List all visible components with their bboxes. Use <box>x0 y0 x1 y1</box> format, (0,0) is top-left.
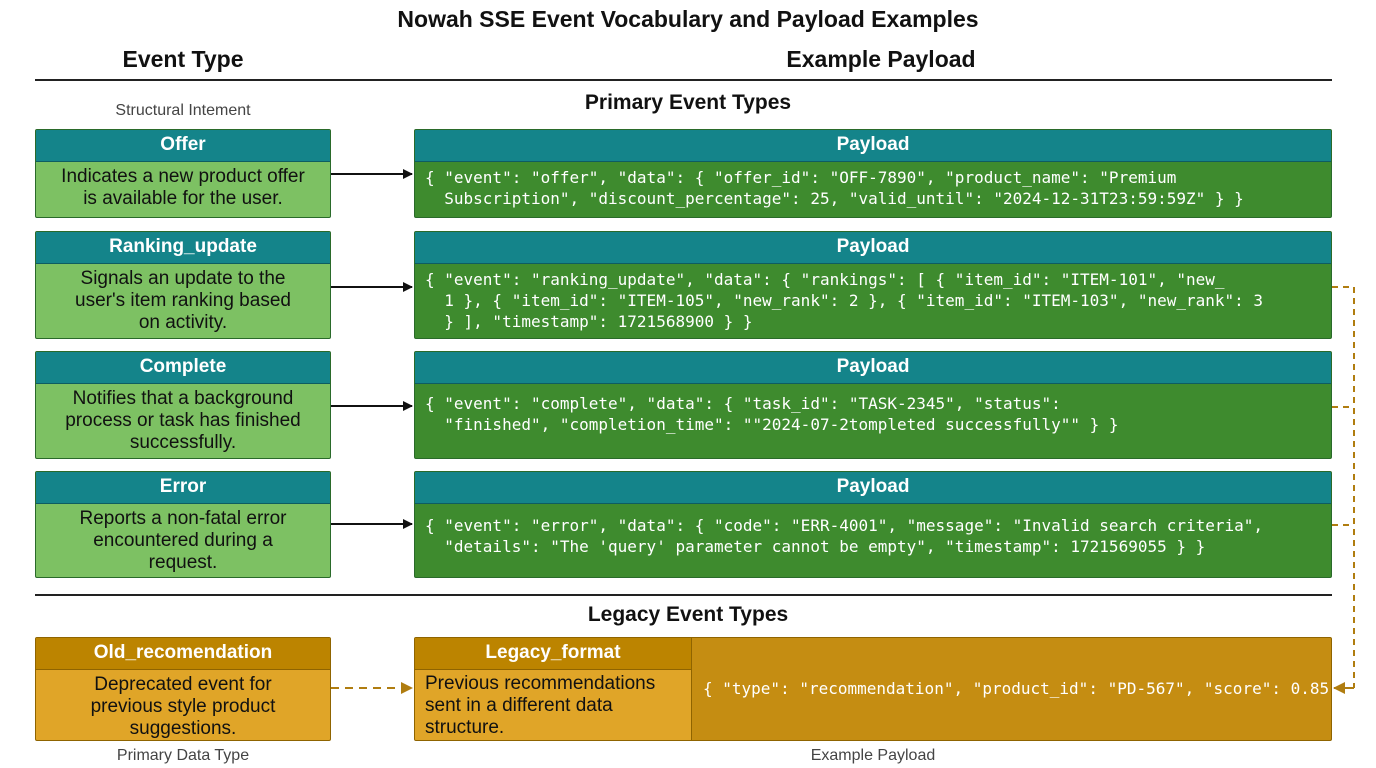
event-name: Offer <box>36 130 330 162</box>
description-line: Signals an update to the <box>80 268 286 289</box>
legacy-event-description: Deprecated event for previous style prod… <box>36 670 330 740</box>
event-description: Notifies that a background process or ta… <box>36 384 330 454</box>
event-description: Reports a non-fatal error encountered du… <box>36 504 330 574</box>
description-line: user's item ranking based <box>75 290 291 311</box>
legacy-event-box: Old_recomendation Deprecated event for p… <box>35 637 331 741</box>
description-line: previous style product <box>90 696 276 717</box>
code-line: { "event": "offer", "data": { "offer_id"… <box>425 168 1177 187</box>
payload-header: Payload <box>415 352 1331 384</box>
description-line: encountered during a <box>93 530 273 551</box>
payload-code: { "event": "ranking_update", "data": { "… <box>415 264 1331 332</box>
event-name: Error <box>36 472 330 504</box>
description-line: request. <box>148 552 218 573</box>
code-line: { "event": "ranking_update", "data": { "… <box>425 270 1225 289</box>
description-line: process or task has finished <box>65 410 301 431</box>
description-line: structure. <box>425 717 505 738</box>
header-divider <box>35 79 1332 81</box>
legacy-divider <box>35 594 1332 596</box>
description-line: is available for the user. <box>83 188 283 209</box>
legacy-link-line <box>1332 286 1355 688</box>
event-box-ranking-update: Ranking_update Signals an update to the … <box>35 231 331 339</box>
description-line: Indicates a new product offer <box>61 166 305 187</box>
payload-code: { "event": "error", "data": { "code": "E… <box>415 504 1331 557</box>
description-line: successfully. <box>129 432 237 453</box>
legacy-format-panel: Legacy_format Previous recommendations s… <box>415 638 692 740</box>
code-line: { "event": "complete", "data": { "task_i… <box>425 394 1061 413</box>
event-box-error: Error Reports a non-fatal error encounte… <box>35 471 331 578</box>
legacy-format-header: Legacy_format <box>415 638 691 670</box>
description-line: on activity. <box>138 312 228 333</box>
diagram-title: Nowah SSE Event Vocabulary and Payload E… <box>397 6 979 32</box>
example-payload-column-header: Example Payload <box>786 46 976 72</box>
description-line: Previous recommendations <box>425 673 656 694</box>
primary-section-title: Primary Event Types <box>584 91 792 114</box>
payload-box-error: Payload { "event": "error", "data": { "c… <box>414 471 1332 578</box>
left-caption: Primary Data Type <box>116 747 250 764</box>
payload-header: Payload <box>415 232 1331 264</box>
legacy-event-name: Old_recomendation <box>36 638 330 670</box>
legacy-format-description: Previous recommendations sent in a diffe… <box>415 670 691 739</box>
event-box-complete: Complete Notifies that a background proc… <box>35 351 331 459</box>
description-line: suggestions. <box>129 718 237 739</box>
event-box-offer: Offer Indicates a new product offer is a… <box>35 129 331 218</box>
legacy-payload-code: { "type": "recommendation", "product_id"… <box>703 679 1332 698</box>
description-line: Notifies that a background <box>72 388 294 409</box>
event-name: Complete <box>36 352 330 384</box>
left-subheader: Structural Intement <box>115 102 251 119</box>
code-line: { "event": "error", "data": { "code": "E… <box>425 516 1264 535</box>
description-line: sent in a different data <box>425 695 613 716</box>
payload-header: Payload <box>415 130 1331 162</box>
right-caption: Example Payload <box>810 747 936 764</box>
code-line: "finished", "completion_time": ""2024-07… <box>425 415 1119 434</box>
payload-code: { "event": "complete", "data": { "task_i… <box>415 384 1331 435</box>
payload-box-complete: Payload { "event": "complete", "data": {… <box>414 351 1332 459</box>
code-line: Subscription", "discount_percentage": 25… <box>425 189 1244 208</box>
description-line: Reports a non-fatal error <box>79 508 287 529</box>
payload-header: Payload <box>415 472 1331 504</box>
legacy-section-title: Legacy Event Types <box>587 603 789 626</box>
event-name: Ranking_update <box>36 232 330 264</box>
code-line: 1 }, { "item_id": "ITEM-105", "new_rank"… <box>425 291 1264 310</box>
legacy-payload-box: Legacy_format Previous recommendations s… <box>414 637 1332 741</box>
event-description: Signals an update to the user's item ran… <box>36 264 330 334</box>
payload-box-offer: Payload { "event": "offer", "data": { "o… <box>414 129 1332 218</box>
payload-box-ranking-update: Payload { "event": "ranking_update", "da… <box>414 231 1332 339</box>
description-line: Deprecated event for <box>94 674 272 695</box>
code-line: } ], "timestamp": 1721568900 } } <box>425 312 753 331</box>
payload-code: { "event": "offer", "data": { "offer_id"… <box>415 162 1331 209</box>
event-description: Indicates a new product offer is availab… <box>36 162 330 210</box>
event-type-column-header: Event Type <box>122 46 244 72</box>
code-line: "details": "The 'query' parameter cannot… <box>425 537 1206 556</box>
